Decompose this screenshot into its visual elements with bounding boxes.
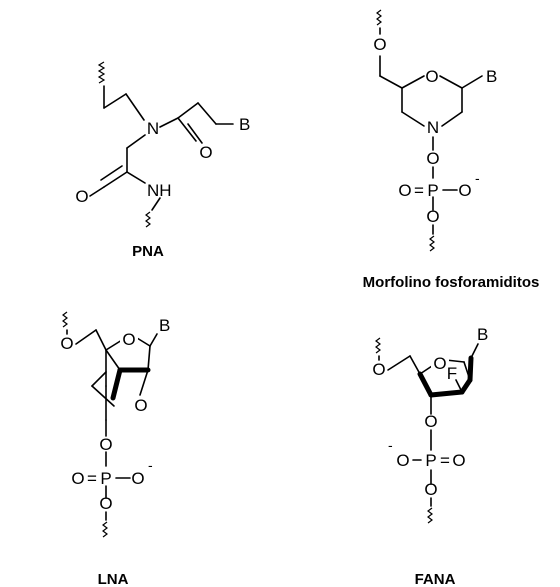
morpholino-atom-p: P: [427, 181, 438, 200]
fana-bond: [470, 343, 479, 359]
lna-bond: [105, 339, 123, 351]
lna-bond: [91, 385, 115, 407]
lna-label-mask: [132, 396, 150, 414]
lna-minus: -: [148, 457, 153, 473]
morpholino-atom-o-top: O: [373, 35, 386, 54]
morpholino-atom-o-link: O: [426, 149, 439, 168]
morpholino-atom-o-dbl: O: [398, 181, 411, 200]
lna-atom-o-bridge: O: [134, 396, 147, 415]
morpholino-bond: [441, 111, 463, 127]
pna-bond: [159, 117, 179, 128]
lna-structure: O O B O O O = P O - O LNA: [60, 311, 170, 587]
fana-wavy-top: [375, 337, 381, 354]
fana-caption: FANA: [415, 571, 456, 587]
pna-bond: [197, 102, 217, 125]
lna-bond: [91, 371, 107, 387]
morpholino-atom-o-ring: O: [425, 67, 438, 86]
morpholino-bond: [461, 75, 483, 89]
fana-atom-o-link: O: [424, 412, 437, 431]
lna-bond: [149, 333, 158, 347]
pna-atom-n: N: [147, 119, 159, 138]
pna-bond: [125, 93, 145, 121]
pna-atom-nh: NH: [147, 181, 172, 200]
pna-bond: [177, 117, 197, 142]
pna-bond: [103, 93, 127, 109]
morpholino-wavy-bottom: [429, 235, 435, 252]
fana-bond: [409, 355, 421, 375]
pna-bond: [187, 123, 203, 144]
lna-bond: [147, 345, 151, 371]
lna-atom-p: P: [100, 469, 111, 488]
pna-bond: [177, 102, 199, 119]
fana-bond: [387, 355, 411, 371]
fana-atom-o-neg: O: [396, 451, 409, 470]
fana-bold-bond: [428, 389, 465, 398]
lna-atom-o-bottom: O: [99, 494, 112, 513]
morpholino-eq: =: [414, 181, 424, 200]
pna-atom-o-right: O: [199, 143, 212, 162]
morpholino-bond: [401, 111, 425, 127]
pna-bond: [151, 197, 161, 211]
morpholino-bond: [439, 75, 463, 89]
pna-bond: [100, 165, 123, 181]
morpholino-bond: [379, 75, 403, 89]
lna-wavy-bottom: [102, 521, 108, 538]
fana-label-mask: [431, 354, 449, 372]
pna-wavy-top: [97, 61, 106, 84]
pna-bond: [103, 171, 128, 188]
fana-atom-o-top: O: [372, 360, 385, 379]
pna-caption: PNA: [132, 243, 164, 260]
morpholino-caption: Morfolino fosforamiditos: [363, 274, 540, 291]
pna-atom-o-left: O: [75, 187, 88, 206]
fana-atom-o-dbl: O: [452, 451, 465, 470]
morpholino-atom-b: B: [486, 67, 497, 86]
lna-bond: [75, 329, 97, 345]
lna-bond: [139, 369, 149, 396]
fana-atom-b: B: [477, 325, 488, 344]
lna-bold-bond: [110, 367, 123, 401]
morpholino-atom-o-bottom: O: [426, 207, 439, 226]
pna-structure: N B O O NH PNA: [75, 61, 250, 260]
fana-atom-f: F: [447, 364, 457, 383]
pna-bond: [126, 171, 146, 184]
lna-label-mask: [120, 330, 138, 348]
morpholino-atom-n: N: [427, 118, 439, 137]
lna-wavy-top: [62, 311, 68, 328]
fana-minus: -: [388, 437, 393, 453]
fana-atom-o-bottom: O: [424, 480, 437, 499]
pna-bond: [126, 134, 146, 149]
lna-caption: LNA: [98, 571, 129, 587]
fana-structure: O O F B O - O P = O O FANA: [372, 325, 488, 587]
fana-eq: =: [440, 451, 450, 470]
fana-bold-bond: [467, 355, 474, 383]
lna-atom-o-top: O: [60, 334, 73, 353]
morpholino-structure: O O B N O O = P O - O Morfolino fosforam…: [363, 9, 540, 291]
morpholino-wavy-top: [376, 9, 382, 26]
morpholino-bond: [401, 75, 425, 89]
lna-bond: [136, 337, 151, 347]
morpholino-minus: -: [475, 170, 480, 186]
lna-atom-o-neg: O: [131, 469, 144, 488]
fana-bond: [455, 379, 463, 393]
lna-atom-o-link: O: [99, 435, 112, 454]
fana-atom-p: P: [425, 451, 436, 470]
lna-bond: [105, 349, 121, 371]
fana-atom-o-ring: O: [433, 354, 446, 373]
pna-wavy-bottom: [145, 211, 151, 228]
fana-bold-bond: [459, 377, 473, 395]
lna-eq: =: [87, 469, 97, 488]
fana-bold-bond: [417, 371, 434, 398]
pna-bond: [89, 186, 105, 197]
fana-wavy-bottom: [427, 507, 433, 524]
pna-atom-b: B: [239, 115, 250, 134]
lna-bond: [95, 329, 107, 351]
morpholino-atom-o-neg: O: [458, 181, 471, 200]
lna-atom-o-dbl: O: [71, 469, 84, 488]
lna-atom-o-ring: O: [122, 330, 135, 349]
lna-atom-b: B: [159, 316, 170, 335]
